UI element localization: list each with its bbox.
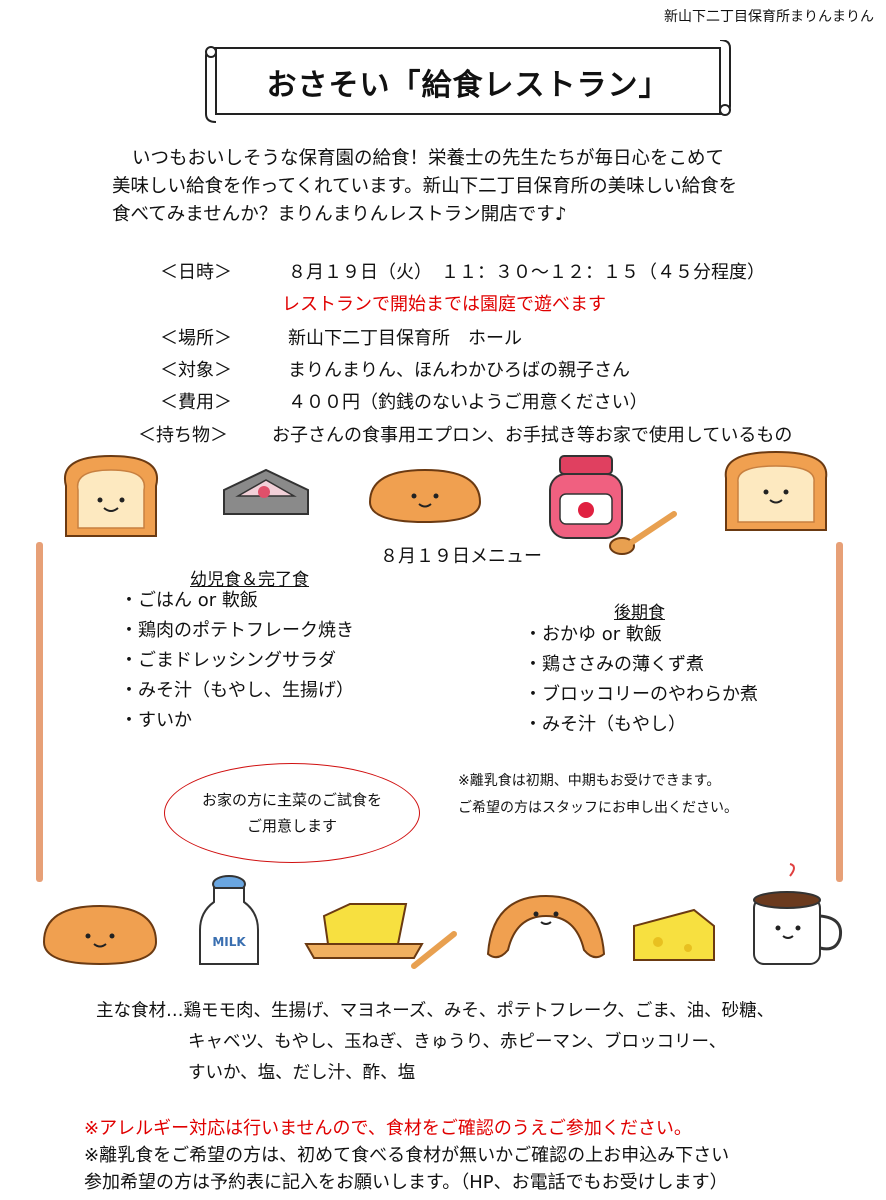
butter-icon — [304, 903, 457, 969]
bring-value: お子さんの食事用エプロン、お手拭き等お家で使用しているもの — [272, 425, 793, 446]
late-menu-heading: 後期食 — [614, 603, 665, 623]
list-item: ・みそ汁（もやし、生揚げ） — [120, 680, 354, 701]
menu-title: ８月１９日メニュー — [380, 546, 542, 567]
intro-text: いつもおいしそうな保育園の給食！栄養士の先生たちが毎日心をこめて 美味しい給食を… — [112, 145, 832, 229]
ingredients-line: キャベツ、もやし、玉ねぎ、きゅうり、赤ピーマン、ブロッコリー、 — [188, 1032, 727, 1052]
infant-menu-heading: 幼児食＆完了食 — [190, 570, 309, 590]
callout-line: ご用意します — [246, 817, 337, 835]
ingredients-line: 主な食材…鶏モモ肉、生揚げ、マヨネーズ、みそ、ポテトフレーク、ごま、油、砂糖、 — [96, 1001, 775, 1021]
date-label: ＜日時＞ — [160, 262, 232, 283]
croissant-icon — [486, 894, 606, 959]
title-banner — [205, 40, 731, 123]
baby-food-note: ※離乳食は初期、中期もお受けできます。 ご希望の方はスタッフにお申し出ください。 — [458, 768, 738, 822]
milk-bottle-icon: MILK — [199, 875, 259, 965]
note-line: ※離乳食は初期、中期もお受けできます。 — [458, 773, 721, 789]
info-fee: ＜費用＞ ４００円（釣銭のないようご用意ください） — [0, 388, 886, 418]
intro-line: 食べてみませんか？まりんまりんレストラン開店です♪ — [112, 204, 567, 225]
intro-line: 美味しい給食を作ってくれています。新山下二丁目保育所の美味しい給食を — [112, 176, 738, 197]
target-value: まりんまりん、ほんわかひろばの親子さん — [288, 360, 630, 381]
milk-label: MILK — [212, 935, 246, 949]
bread-slice-icon — [63, 454, 159, 537]
callout-line: お家の方に主菜のご試食を — [201, 791, 382, 809]
date-note: レストランで開始までは園庭で遊べます — [282, 294, 606, 315]
page-title: おさそい「給食レストラン」 — [266, 68, 670, 103]
cheese-icon — [633, 908, 715, 961]
note-line: ご希望の方はスタッフにお申し出ください。 — [458, 800, 738, 816]
list-item: ・おかゆ or 軟飯 — [524, 624, 662, 645]
tasting-callout-text: お家の方に主菜のご試食を ご用意します — [164, 787, 420, 839]
coffee-cup-icon — [753, 863, 843, 965]
info-date: ＜日時＞ ８月１９日（火） １１：３０～１２：１５（４５分程度） — [0, 258, 886, 288]
organization-name: 新山下二丁目保育所まりんまりん — [664, 9, 874, 25]
jam-jar-icon — [549, 455, 623, 539]
list-item: ・すいか — [120, 710, 192, 731]
list-item: ・ごはん or 軟飯 — [120, 590, 258, 611]
tasting-callout — [164, 763, 420, 863]
place-value: 新山下二丁目保育所 ホール — [288, 328, 522, 349]
late-menu-list: ・おかゆ or 軟飯 ・鶏ささみの薄くず煮 ・ブロッコリーのやわらか煮 ・みそ汁… — [524, 620, 758, 740]
info-target: ＜対象＞ まりんまりん、ほんわかひろばの親子さん — [0, 356, 886, 386]
spoon-icon — [609, 511, 677, 555]
ingredients-list: 主な食材…鶏モモ肉、生揚げ、マヨネーズ、みそ、ポテトフレーク、ごま、油、砂糖、 … — [96, 996, 774, 1089]
target-label: ＜対象＞ — [160, 360, 232, 381]
reservation-notice: 参加希望の方は予約表に記入をお願いします。（HP、お電話でもお受けします） — [84, 1172, 728, 1193]
infant-menu-list: ・ごはん or 軟飯 ・鶏肉のポテトフレーク焼き ・ごまドレッシングサラダ ・み… — [120, 586, 354, 736]
list-item: ・ごまドレッシングサラダ — [120, 650, 336, 671]
allergy-notice: ※アレルギー対応は行いませんので、食材をご確認のうえご参加ください。 — [84, 1118, 692, 1139]
cake-slice-icon — [223, 468, 309, 515]
date-value: ８月１９日（火） １１：３０～１２：１５（４５分程度） — [288, 262, 765, 283]
list-item: ・ブロッコリーのやわらか煮 — [524, 684, 758, 705]
intro-line: いつもおいしそうな保育園の給食！栄養士の先生たちが毎日心をこめて — [132, 148, 725, 169]
list-item: ・鶏ささみの薄くず煮 — [524, 654, 704, 675]
bring-label: ＜持ち物＞ — [138, 425, 228, 446]
baby-food-notice: ※離乳食をご希望の方は、初めて食べる食材が無いかご確認の上お申込み下さい — [84, 1145, 730, 1166]
footer-notes: ※アレルギー対応は行いませんので、食材をご確認のうえご参加ください。 ※離乳食を… — [84, 1115, 729, 1196]
sweet-bun-icon — [42, 904, 158, 966]
bun-icon — [368, 468, 482, 524]
list-item: ・鶏肉のポテトフレーク焼き — [120, 620, 354, 641]
fee-label: ＜費用＞ — [160, 392, 232, 413]
toast-icon — [724, 450, 828, 531]
fee-value: ４００円（釣銭のないようご用意ください） — [288, 392, 648, 413]
left-border-line — [36, 542, 43, 882]
info-place: ＜場所＞ 新山下二丁目保育所 ホール — [0, 324, 886, 354]
list-item: ・みそ汁（もやし） — [524, 714, 686, 735]
ingredients-line: すいか、塩、だし汁、酢、塩 — [188, 1063, 416, 1083]
place-label: ＜場所＞ — [160, 328, 232, 349]
info-bring: ＜持ち物＞ お子さんの食事用エプロン、お手拭き等お家で使用しているもの — [0, 421, 886, 451]
right-border-line — [836, 542, 843, 882]
